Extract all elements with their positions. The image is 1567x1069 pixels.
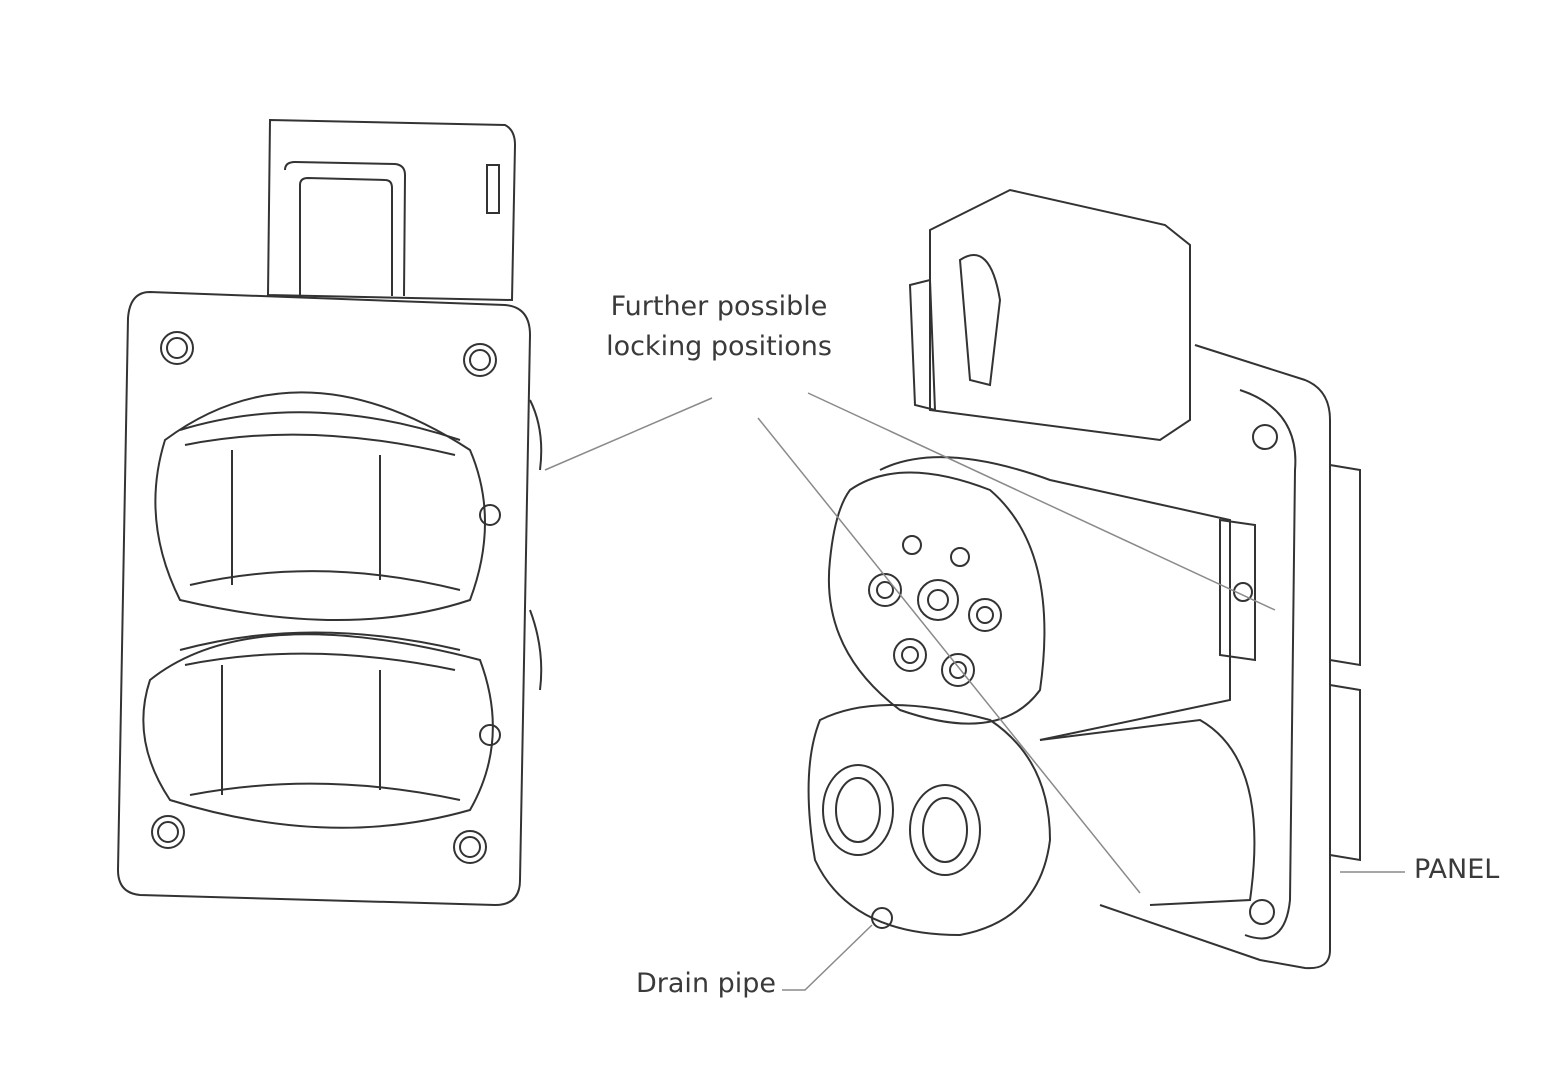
upper-dome: [154, 391, 486, 621]
leader-lines: [544, 392, 1405, 991]
left-connector-rear-view: [116, 118, 543, 907]
mount-hole: [463, 343, 497, 377]
center-pin: [917, 579, 959, 621]
leader-drain: [782, 924, 873, 991]
dc-pin: [822, 764, 894, 856]
right-flange: [1099, 344, 1331, 970]
left-slot: [486, 164, 500, 214]
right-latch: [958, 254, 1002, 387]
right-top-housing: [929, 188, 1191, 442]
mount-hole: [453, 830, 487, 864]
left-latch: [284, 160, 407, 297]
mount-hole: [1252, 424, 1278, 450]
leader-locking-right: [807, 392, 1276, 611]
dc-pin: [909, 784, 981, 876]
left-top-housing: [266, 118, 517, 302]
locking-label-line2: locking positions: [606, 331, 832, 362]
upper-face: [827, 471, 1046, 725]
drain-pipe-label: Drain pipe: [636, 968, 777, 999]
drain-pipe-nozzle: [871, 907, 893, 929]
lower-dome: [142, 633, 494, 829]
leader-locking-center: [757, 417, 1141, 894]
right-connector-front-view: [807, 188, 1361, 970]
mount-hole: [1249, 899, 1275, 925]
locking-label-line1: Further possible: [610, 291, 828, 322]
panel-label: PANEL: [1414, 854, 1500, 885]
left-plate: [116, 290, 532, 907]
locking-positions-label: Further possible locking positions: [606, 287, 832, 367]
mount-hole: [151, 815, 185, 849]
lower-face: [807, 704, 1052, 937]
upper-cylinder: [879, 456, 1231, 741]
leader-locking-left: [544, 397, 713, 471]
mount-hole: [160, 331, 194, 365]
